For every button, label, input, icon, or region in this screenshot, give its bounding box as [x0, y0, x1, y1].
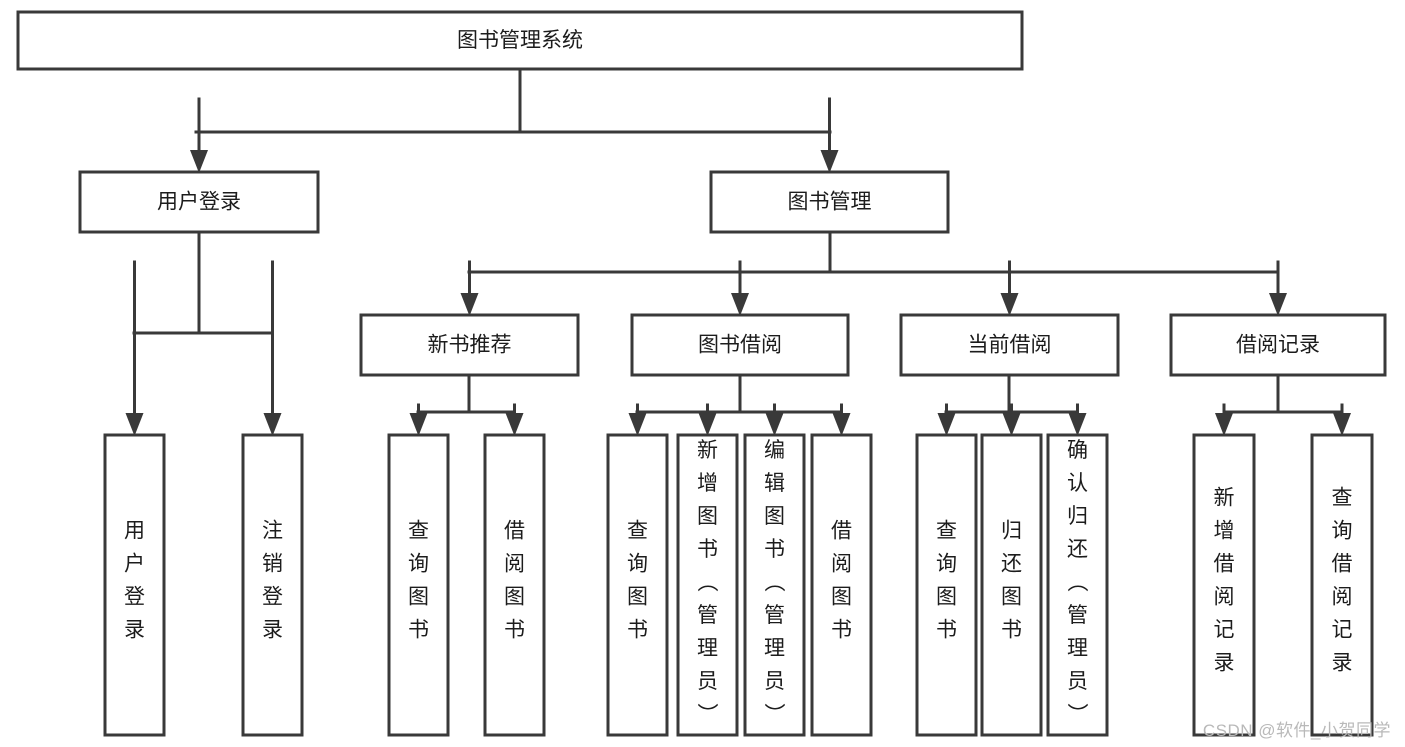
node-new-book-recommend[interactable]: 新书推荐	[359, 313, 580, 377]
edge-current-borrow-to-leaf-return-book	[1002, 403, 1021, 436]
node-label-leaf-return-book: 归还图书	[1001, 520, 1022, 642]
node-leaf-query-book-rec[interactable]: 查询图书	[387, 433, 450, 737]
node-label-leaf-query-book-borrow: 查询图书	[627, 520, 648, 642]
node-layer: 图书管理系统用户登录图书管理新书推荐图书借阅当前借阅借阅记录用户登录注销登录查询…	[16, 10, 1387, 737]
edge-user-login-to-leaf-logout	[263, 260, 282, 436]
node-label-root: 图书管理系统	[457, 29, 583, 52]
node-leaf-borrow-book[interactable]: 借阅图书	[810, 433, 873, 737]
node-label-user-login: 用户登录	[157, 191, 241, 214]
node-label-leaf-query-book-rec: 查询图书	[408, 520, 429, 642]
node-label-new-book-recommend: 新书推荐	[428, 334, 512, 357]
watermark-label: CSDN @软件_小贺同学	[1202, 721, 1391, 740]
node-book-borrow[interactable]: 图书借阅	[630, 313, 850, 377]
connector-bus-book-manage	[467, 230, 1280, 274]
node-leaf-edit-book[interactable]: 编辑图书（管理员）	[743, 433, 806, 737]
edge-new-book-recommend-to-leaf-query-book-rec	[409, 403, 428, 436]
node-label-leaf-logout: 注销登录	[262, 520, 283, 642]
edge-book-borrow-to-leaf-edit-book	[765, 403, 784, 436]
connector-bus-book-borrow	[635, 373, 843, 414]
node-leaf-query-book-borrow[interactable]: 查询图书	[606, 433, 669, 737]
node-leaf-add-record[interactable]: 新增借阅记录	[1192, 433, 1256, 737]
node-label-book-borrow: 图书借阅	[698, 334, 782, 357]
node-leaf-return-book[interactable]: 归还图书	[980, 433, 1043, 737]
connector-bus-user-login	[132, 230, 274, 335]
edge-new-book-recommend-to-leaf-borrow-book-rec	[505, 403, 524, 436]
node-label-leaf-confirm-return: 确认归还（管理员）	[1067, 439, 1089, 726]
connector-bus-root	[194, 67, 832, 134]
node-leaf-confirm-return[interactable]: 确认归还（管理员）	[1046, 433, 1109, 737]
connector-layer	[125, 67, 1351, 436]
node-user-login[interactable]: 用户登录	[78, 170, 320, 234]
edge-book-borrow-to-leaf-borrow-book	[832, 403, 851, 436]
edge-current-borrow-to-leaf-confirm-return	[1068, 403, 1087, 436]
edge-borrow-record-to-leaf-query-record	[1333, 403, 1351, 436]
edge-book-manage-to-current-borrow	[1000, 260, 1019, 316]
node-label-leaf-borrow-book: 借阅图书	[831, 520, 852, 642]
node-label-borrow-record: 借阅记录	[1236, 334, 1320, 357]
edge-user-login-to-leaf-user-login	[125, 260, 144, 436]
connector-bus-borrow-record	[1222, 373, 1344, 414]
edge-book-borrow-to-leaf-add-book	[698, 403, 717, 436]
node-label-leaf-add-record: 新增借阅记录	[1214, 487, 1235, 675]
edge-root-to-book-manage	[820, 97, 839, 173]
node-leaf-borrow-book-rec[interactable]: 借阅图书	[483, 433, 546, 737]
node-label-leaf-query-record: 查询借阅记录	[1332, 487, 1353, 675]
node-current-borrow[interactable]: 当前借阅	[899, 313, 1120, 377]
node-leaf-query-book-cur[interactable]: 查询图书	[915, 433, 978, 737]
node-leaf-query-record[interactable]: 查询借阅记录	[1310, 433, 1374, 737]
node-borrow-record[interactable]: 借阅记录	[1169, 313, 1387, 377]
node-leaf-user-login[interactable]: 用户登录	[103, 433, 166, 737]
node-book-manage[interactable]: 图书管理	[709, 170, 950, 234]
node-label-leaf-user-login: 用户登录	[124, 520, 145, 642]
connector-bus-new-book	[416, 373, 516, 414]
node-label-current-borrow: 当前借阅	[968, 334, 1052, 357]
node-root[interactable]: 图书管理系统	[16, 10, 1024, 71]
node-label-leaf-borrow-book-rec: 借阅图书	[504, 520, 525, 642]
edge-book-manage-to-new-book-recommend	[460, 260, 479, 316]
node-label-book-manage: 图书管理	[788, 191, 872, 214]
node-label-leaf-edit-book: 编辑图书（管理员）	[764, 439, 786, 726]
node-leaf-add-book[interactable]: 新增图书（管理员）	[676, 433, 739, 737]
edge-book-borrow-to-leaf-query-book-borrow	[628, 403, 647, 436]
node-leaf-logout[interactable]: 注销登录	[241, 433, 304, 737]
edge-book-manage-to-borrow-record	[1269, 260, 1287, 316]
edge-current-borrow-to-leaf-query-book-cur	[937, 403, 956, 436]
node-label-leaf-add-book: 新增图书（管理员）	[697, 439, 719, 726]
edge-book-manage-to-book-borrow	[731, 260, 749, 316]
node-label-leaf-query-book-cur: 查询图书	[936, 520, 957, 642]
edge-borrow-record-to-leaf-add-record	[1215, 403, 1233, 436]
edge-root-to-user-login	[190, 97, 208, 173]
